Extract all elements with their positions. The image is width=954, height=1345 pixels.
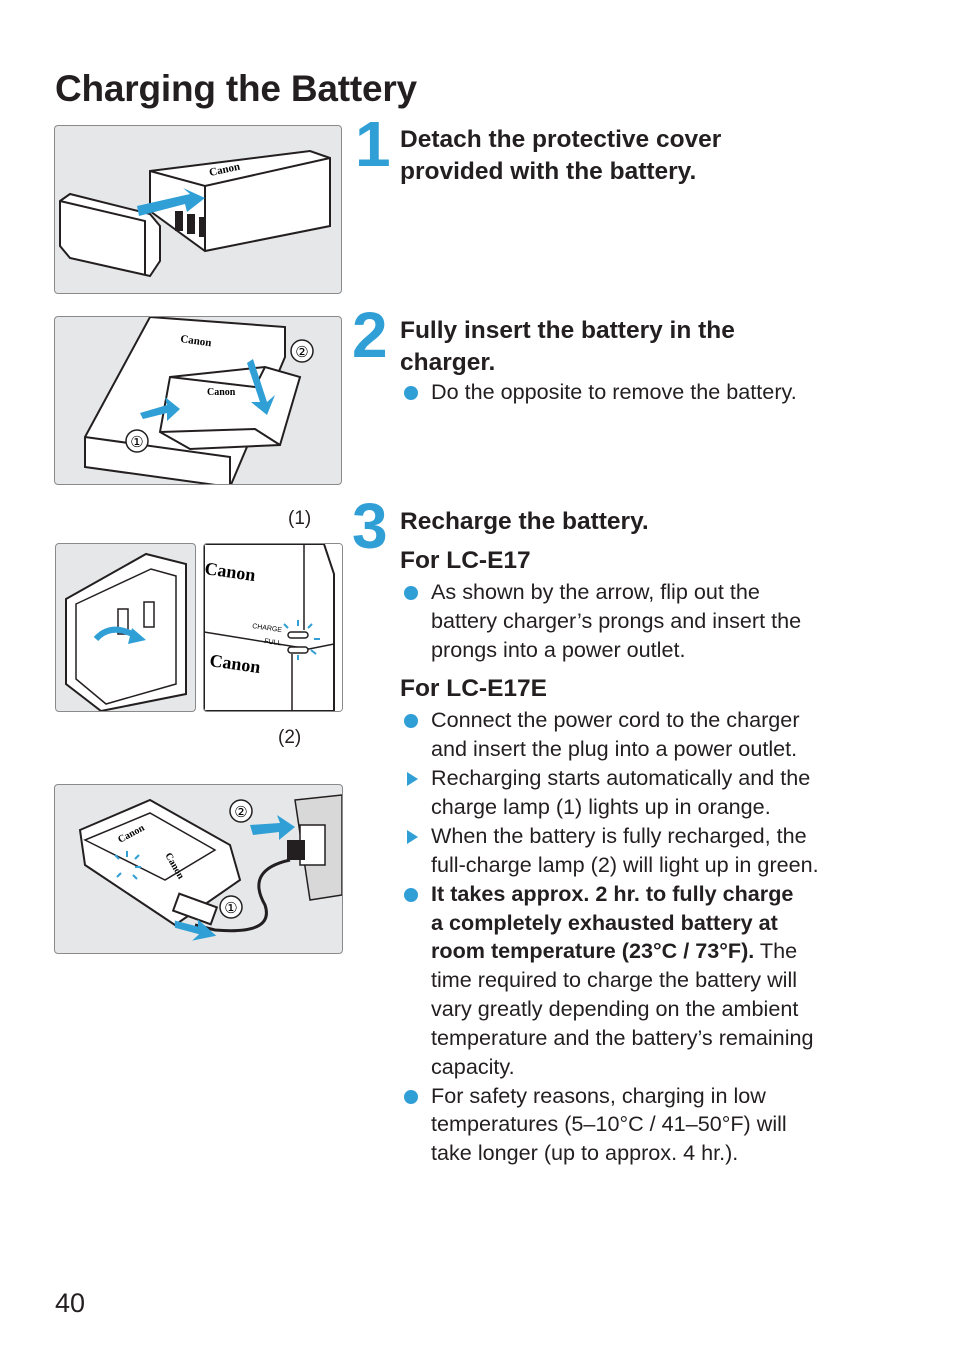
lc-e17e-item-line: take longer (up to approx. 4 hr.). [431,1140,739,1165]
figure-insert-battery: Canon Canon ② ① [54,316,342,485]
lc-e17e-item-line: When the battery is fully recharged, the [431,823,807,848]
lc-e17e-item-line: Connect the power cord to the charger [431,707,800,732]
lc-e17e-item-line: time required to charge the battery will [431,967,798,992]
bold-text: room temperature (23°C / 73°F). [431,938,755,963]
lc-e17e-item-line: temperature and the battery’s remaining [431,1025,814,1050]
figure-lc-e17e-cord: Canon Canon ② ① [54,784,343,954]
step-marker-1: ① [130,434,143,451]
bullet-icon [404,1090,418,1104]
bold-text: It takes approx. 2 hr. to fully charge [431,881,794,906]
battery-insert-illustration: Canon Canon ② ① [84,317,314,484]
lc-e17e-item-line: and insert the plug into a power outlet. [431,736,798,761]
full-lamp-label: FULL [264,638,282,647]
step-2-heading-line-1: Fully insert the battery in the [400,317,735,344]
lc-e17e-item-line: capacity. [431,1054,515,1079]
lc-e17-item-line: As shown by the arrow, flip out the [431,579,760,604]
page-number: 40 [55,1288,86,1318]
charge-lamp-label: CHARGE [252,623,283,634]
page-title: Charging the Battery [55,68,417,109]
step-number-1: 1 [355,108,391,180]
step-1-heading-line-1: Detach the protective cover [400,126,722,153]
bold-text: a completely exhausted battery at [431,910,778,935]
lc-e17e-item-line-bold: room temperature (23°C / 73°F). The [431,937,871,966]
bullet-icon [404,888,418,902]
lc-e17-item-line: battery charger’s prongs and insert the [431,608,802,633]
step-3-heading: Recharge the battery. [400,508,649,535]
figure-battery-cover: Canon [54,125,342,294]
lc-e17e-item-line: For safety reasons, charging in low [431,1083,766,1108]
lc-e17e-item-line: charge lamp (1) lights up in orange. [431,794,771,819]
battery-cover-removal-illustration: Canon [59,149,331,278]
step-marker-2: ② [295,344,308,361]
step-number-2: 2 [352,299,388,371]
step-1-heading-line-2: provided with the battery. [400,158,697,185]
lamp-glow-icon [283,620,320,660]
plain-text: The [754,938,798,963]
prongs-flip-illustration [65,552,187,711]
lc-e17e-item-line: full-charge lamp (2) will light up in gr… [431,852,819,877]
section-title-lc-e17e: For LC-E17E [400,675,548,702]
step-2-item: Do the opposite to remove the battery. [431,379,797,404]
section-title-lc-e17: For LC-E17 [400,547,531,574]
charger-lamps-illustration: Canon Canon CHARGE FULL [204,544,342,711]
figure-charge-lamps: Canon Canon CHARGE FULL [203,543,343,712]
bullet-icon [404,714,418,728]
lc-e17e-item-line-bold: a completely exhausted battery at [431,909,871,938]
callout-full-lamp: (2) [278,727,302,748]
step-marker-1: ① [224,900,237,917]
lc-e17e-item-line: temperatures (5–10°C / 41–50°F) will [431,1111,787,1136]
result-triangle-icon [407,830,418,844]
power-cord-connection-illustration: Canon Canon ② ① [78,794,342,941]
lc-e17e-item-line-bold: It takes approx. 2 hr. to fully charge [431,880,871,909]
lamp-glow-icon [114,851,141,880]
figure-lc-e17-prongs [55,543,196,712]
lc-e17e-item-line: vary greatly depending on the ambient [431,996,799,1021]
callout-charge-lamp: (1) [288,508,312,529]
bullet-icon [404,386,418,400]
step-2-heading-line-2: charger. [400,349,496,376]
lc-e17e-item-line: Recharging starts automatically and the [431,765,811,790]
lc-e17-item-line: prongs into a power outlet. [431,637,686,662]
bullet-icon [404,586,418,600]
brand-logo: Canon [207,387,236,398]
result-triangle-icon [407,772,418,786]
brand-logo: Canon [180,333,213,349]
step-marker-2: ② [234,804,247,821]
step-number-3: 3 [352,490,388,562]
